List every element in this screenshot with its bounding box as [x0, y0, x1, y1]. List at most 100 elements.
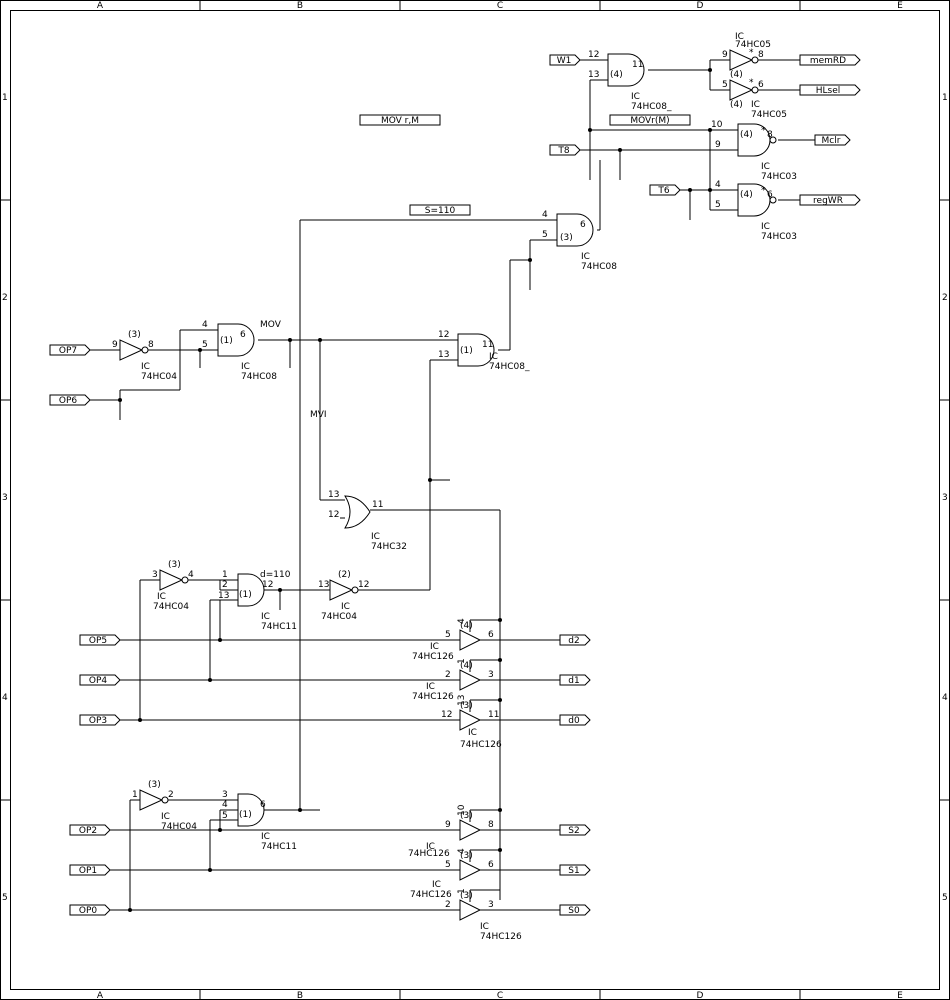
svg-text:13: 13: [457, 695, 467, 706]
label-movrm-signal: MOVr(M): [609, 114, 691, 126]
svg-text:IC: IC: [468, 728, 477, 738]
svg-text:S=110: S=110: [425, 206, 456, 216]
svg-text:13: 13: [218, 591, 229, 601]
svg-text:5: 5: [202, 340, 208, 350]
svg-text:(4): (4): [460, 621, 473, 631]
svg-text:(4): (4): [730, 70, 743, 80]
svg-text:74HC126: 74HC126: [460, 740, 502, 750]
svg-text:74HC126: 74HC126: [412, 692, 454, 702]
svg-text:1: 1: [222, 570, 228, 580]
svg-text:IC: IC: [735, 32, 744, 42]
svg-text:6: 6: [240, 330, 246, 340]
svg-text:5: 5: [445, 630, 451, 640]
svg-text:OP7: OP7: [59, 346, 77, 356]
port-t6: T6: [649, 184, 681, 196]
svg-text:2: 2: [168, 790, 174, 800]
svg-text:6: 6: [580, 220, 586, 230]
port-s1: S1: [559, 864, 591, 876]
svg-text:(3): (3): [460, 811, 473, 821]
port-d1: d1: [559, 674, 591, 686]
svg-text:IC: IC: [426, 682, 435, 692]
svg-text:OP3: OP3: [89, 716, 107, 726]
row-label-4-right: 4: [942, 693, 948, 703]
svg-text:74HC08_: 74HC08_: [631, 102, 672, 112]
row-label-4: 4: [2, 693, 8, 703]
svg-text:(4): (4): [460, 661, 473, 671]
svg-text:IC: IC: [761, 162, 770, 172]
col-label-e: E: [897, 1, 903, 11]
row-label-5-right: 5: [942, 893, 948, 903]
svg-text:4: 4: [202, 320, 208, 330]
svg-text:S1: S1: [568, 866, 579, 876]
port-s2: S2: [559, 824, 591, 836]
svg-text:*: *: [761, 126, 766, 136]
row-label-2-right: 2: [942, 293, 948, 303]
svg-text:12: 12: [328, 510, 339, 520]
port-d0: d0: [559, 714, 591, 726]
svg-text:5: 5: [445, 860, 451, 870]
svg-text:(3): (3): [460, 701, 473, 711]
svg-text:OP5: OP5: [89, 636, 107, 646]
svg-text:5: 5: [715, 200, 721, 210]
svg-text:74HC11: 74HC11: [261, 842, 297, 852]
svg-text:10: 10: [457, 804, 467, 816]
svg-text:*: *: [749, 48, 754, 58]
col-label-d: D: [697, 1, 704, 11]
svg-text:74HC126: 74HC126: [412, 652, 454, 662]
svg-text:IC: IC: [432, 880, 441, 890]
svg-text:d2: d2: [568, 636, 579, 646]
svg-text:10: 10: [711, 120, 723, 130]
row-label-3-right: 3: [942, 493, 948, 503]
row-label-2: 2: [2, 293, 8, 303]
col-label-e-bottom: E: [897, 991, 903, 1000]
svg-text:MOV r,M: MOV r,M: [381, 116, 419, 126]
svg-text:8: 8: [488, 820, 494, 830]
svg-text:9: 9: [445, 820, 451, 830]
svg-text:6: 6: [488, 860, 494, 870]
port-op2: OP2: [69, 824, 111, 836]
col-label-a: A: [97, 1, 104, 11]
svg-text:6: 6: [758, 80, 764, 90]
port-memrd: memRD: [799, 54, 861, 66]
svg-text:9: 9: [722, 50, 728, 60]
svg-text:4: 4: [457, 848, 467, 854]
svg-text:IC: IC: [751, 100, 760, 110]
svg-text:IC: IC: [157, 592, 166, 602]
svg-text:OP1: OP1: [79, 866, 97, 876]
svg-text:6: 6: [260, 800, 266, 810]
svg-text:IC: IC: [426, 842, 435, 852]
svg-text:4: 4: [542, 210, 548, 220]
svg-text:74HC126: 74HC126: [410, 890, 452, 900]
svg-text:(4): (4): [740, 130, 753, 140]
col-label-b-bottom: B: [297, 991, 303, 1000]
wires: [90, 59, 815, 911]
svg-text:74HC04: 74HC04: [141, 372, 177, 382]
port-t8: T8: [549, 144, 581, 156]
svg-text:74HC08_: 74HC08_: [489, 362, 530, 372]
svg-text:(3): (3): [168, 560, 181, 570]
col-label-b: B: [297, 1, 303, 11]
svg-text:IC: IC: [761, 222, 770, 232]
svg-text:IC: IC: [341, 602, 350, 612]
svg-text:Mclr: Mclr: [822, 136, 841, 146]
svg-text:74HC04: 74HC04: [153, 602, 189, 612]
svg-text:3: 3: [152, 570, 158, 580]
svg-text:IC: IC: [631, 92, 640, 102]
svg-text:11: 11: [488, 710, 499, 720]
svg-text:(1): (1): [220, 336, 233, 346]
svg-text:*: *: [761, 186, 766, 196]
svg-text:74HC11: 74HC11: [261, 622, 297, 632]
